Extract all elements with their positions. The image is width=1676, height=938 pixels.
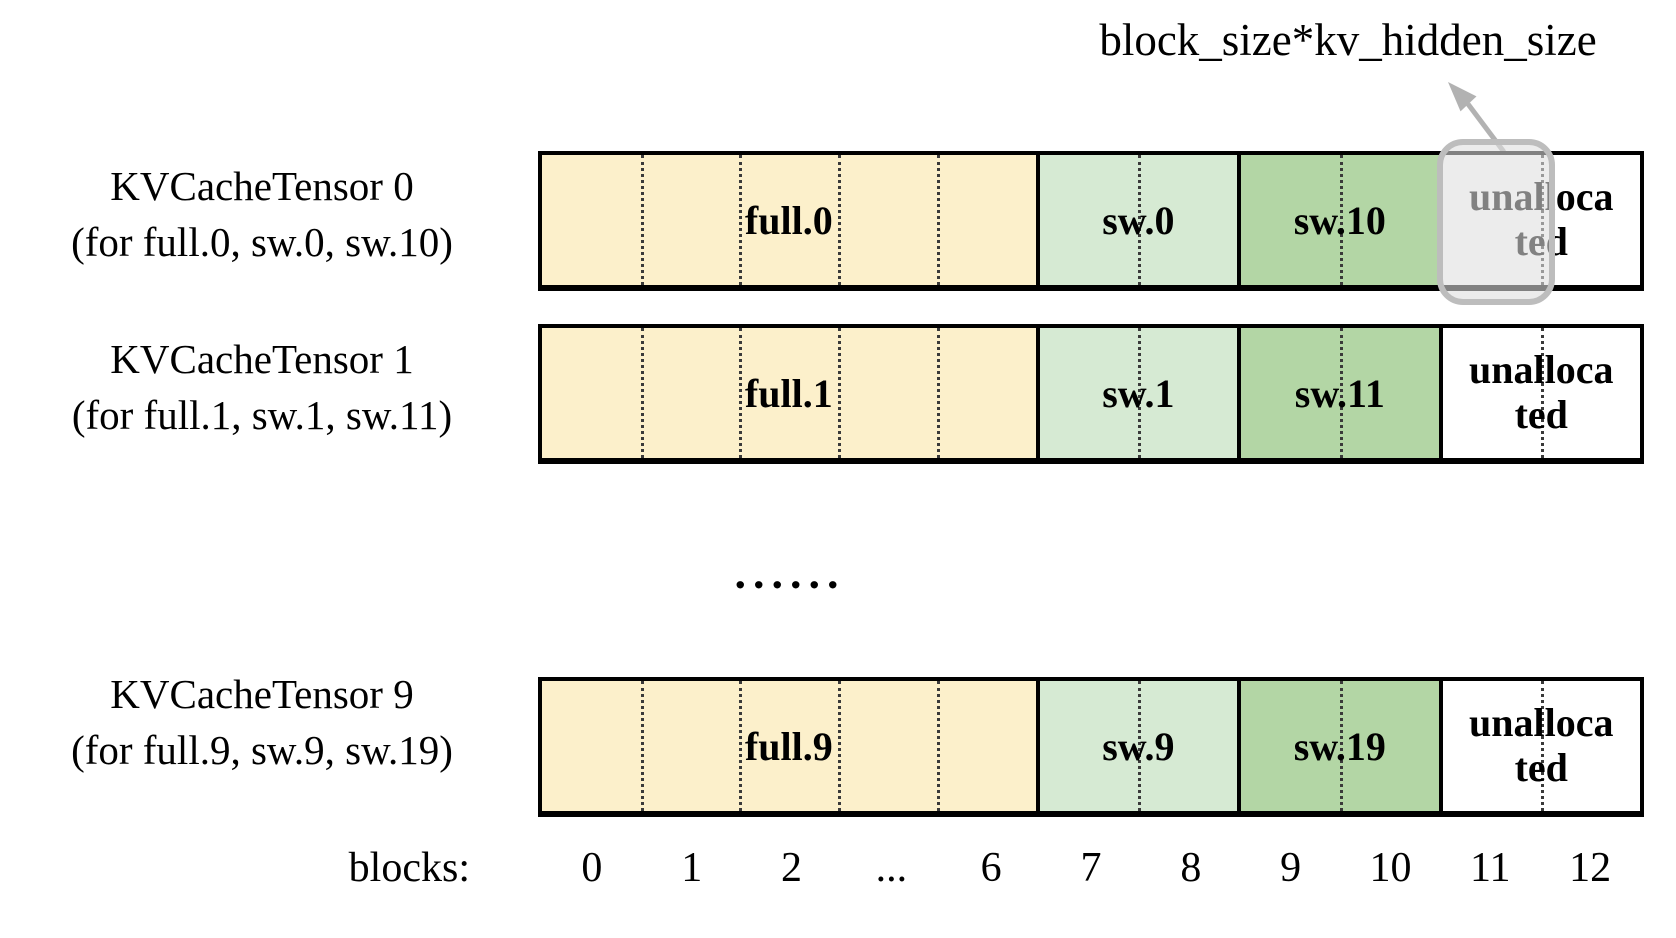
row-1-title: KVCacheTensor 1 <box>110 336 414 382</box>
rows-ellipsis: ...... <box>734 547 846 598</box>
segment-label: full.1 <box>744 370 833 416</box>
block-divider <box>936 681 940 811</box>
block-divider <box>838 681 842 811</box>
highlighted-block-frame <box>1437 139 1555 305</box>
block-divider <box>1339 155 1343 285</box>
segment-label: ted <box>1514 745 1568 790</box>
row-9-title: KVCacheTensor 9 <box>110 671 414 717</box>
block-divider <box>1339 328 1343 458</box>
segment-full-0: full.0 <box>542 155 1036 285</box>
block-divider <box>1138 681 1142 811</box>
block-tick: 0 <box>581 845 603 891</box>
block-size-annotation: block_size*kv_hidden_size <box>1099 15 1597 65</box>
segment-label: sw.10 <box>1293 197 1386 243</box>
block-tick: 6 <box>980 845 1002 891</box>
row-0-subtitle: (for full.0, sw.0, sw.10) <box>71 219 453 265</box>
segment-sw-9: sw.9 <box>1035 681 1238 811</box>
segment-label: sw.0 <box>1102 197 1175 243</box>
segment-label: full.0 <box>744 197 833 243</box>
block-tick: 9 <box>1280 845 1302 891</box>
segment-sw-1: sw.1 <box>1035 328 1238 458</box>
block-divider <box>1541 328 1545 458</box>
segment-full-9: full.9 <box>542 681 1036 811</box>
block-tick: 8 <box>1180 845 1202 891</box>
block-divider <box>739 328 743 458</box>
block-divider <box>936 155 940 285</box>
segment-label: unalloca <box>1469 700 1614 746</box>
segment-sw-0: sw.0 <box>1035 155 1238 285</box>
row-9-subtitle: (for full.9, sw.9, sw.19) <box>71 727 453 773</box>
segment-label: sw.11 <box>1294 370 1385 416</box>
block-tick: 10 <box>1369 845 1412 891</box>
block-divider <box>739 155 743 285</box>
segment-label: sw.9 <box>1102 723 1175 769</box>
segment-label: unalloca <box>1469 347 1614 393</box>
row-0-title: KVCacheTensor 0 <box>110 163 414 209</box>
row-1-label: KVCacheTensor 1 (for full.1, sw.1, sw.11… <box>12 331 512 443</box>
block-divider <box>640 681 644 811</box>
row-9-label: KVCacheTensor 9 (for full.9, sw.9, sw.19… <box>12 666 512 778</box>
kv-cache-tensor-1-bar: full.1 sw.1 sw.11 unalloca ted <box>538 324 1644 464</box>
block-tick: ... <box>875 845 908 891</box>
row-1-subtitle: (for full.1, sw.1, sw.11) <box>71 392 453 438</box>
blocks-axis-label: blocks: <box>348 845 470 891</box>
segment-label: sw.1 <box>1102 370 1175 416</box>
block-tick: 1 <box>681 845 703 891</box>
block-divider <box>1138 328 1142 458</box>
block-divider <box>640 328 644 458</box>
block-tick: 2 <box>781 845 803 891</box>
blocks-axis: 0 1 2 ... 6 7 8 9 10 11 12 <box>542 844 1640 904</box>
segment-sw-10: sw.10 <box>1237 155 1439 285</box>
segment-label: full.9 <box>744 723 833 769</box>
block-tick: 11 <box>1470 845 1511 891</box>
block-divider <box>1339 681 1343 811</box>
block-divider <box>1138 155 1142 285</box>
block-tick: 7 <box>1080 845 1102 891</box>
block-divider <box>838 155 842 285</box>
segment-sw-19: sw.19 <box>1237 681 1439 811</box>
segment-label: ted <box>1514 392 1568 437</box>
block-tick: 12 <box>1569 845 1612 891</box>
row-0-label: KVCacheTensor 0 (for full.0, sw.0, sw.10… <box>12 158 512 270</box>
block-divider <box>838 328 842 458</box>
block-divider <box>739 681 743 811</box>
segment-full-1: full.1 <box>542 328 1036 458</box>
block-divider <box>640 155 644 285</box>
block-divider <box>936 328 940 458</box>
segment-unallocated-9: unalloca ted <box>1438 681 1640 811</box>
kv-cache-tensor-9-bar: full.9 sw.9 sw.19 unalloca ted <box>538 677 1644 817</box>
segment-unallocated-1: unalloca ted <box>1438 328 1640 458</box>
segment-label: sw.19 <box>1293 723 1386 769</box>
block-divider <box>1541 681 1545 811</box>
segment-sw-11: sw.11 <box>1237 328 1439 458</box>
